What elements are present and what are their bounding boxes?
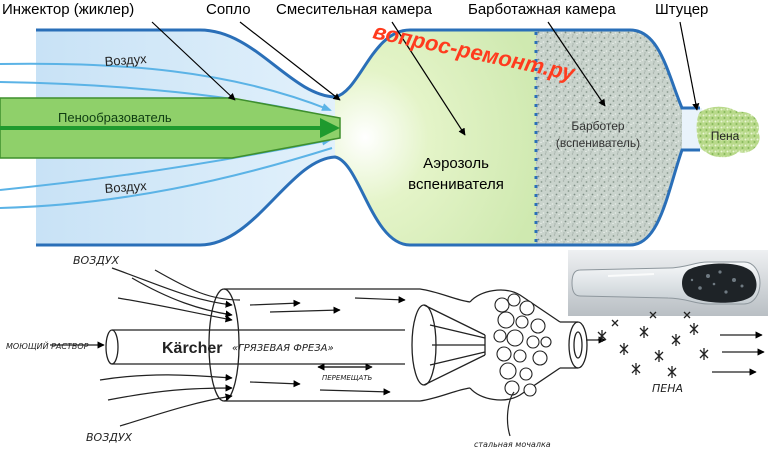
label-injector: Инжектор (жиклер) [2, 1, 134, 18]
steel-wool [493, 293, 552, 397]
karcher-sketch: ВОЗДУХ МОЮЩИЙ РАСТВОР Kärcher «ГРЯЗЕВАЯ … [6, 255, 765, 449]
bottle-photo [568, 250, 768, 316]
sketch-label-move: ПЕРЕМЕЩАТЬ [322, 374, 373, 382]
foam-blob [696, 106, 760, 158]
foam-generator-diagram: Инжектор (жиклер) Сопло Смесительная кам… [0, 1, 760, 247]
label-fitting: Штуцер [655, 1, 708, 18]
sketch-label-air-top: ВОЗДУХ [73, 255, 120, 267]
label-foaming-agent: Пенообразователь [58, 110, 172, 125]
label-aerosol-1: Аэрозоль [423, 155, 489, 172]
sketch-air-arrows [50, 267, 765, 437]
sketch-label-steel-wool: стальная мочалка [474, 440, 551, 449]
sketch-label-air-bottom: ВОЗДУХ [86, 431, 133, 444]
body-outline-top [36, 28, 700, 110]
label-bubbler-2: (вспениватель) [556, 136, 640, 150]
label-leader-lines [151, 21, 700, 136]
mixing-chamber [335, 30, 536, 245]
label-aerosol-2: вспенивателя [408, 176, 504, 193]
label-foam-top: Пена [711, 129, 740, 143]
label-bubbling-chamber: Барботажная камера [468, 1, 616, 18]
foam-flakes [597, 311, 709, 378]
label-nozzle: Сопло [206, 1, 251, 18]
sketch-body [105, 288, 588, 402]
fitting [682, 108, 702, 150]
label-bubbler-1: Барботер [571, 119, 625, 133]
body-outline-bottom [36, 148, 700, 247]
label-air-top: Воздух [104, 51, 147, 69]
bubbling-chamber [536, 30, 682, 245]
sketch-label-washing-solution: МОЮЩИЙ РАСТВОР [6, 340, 89, 351]
sketch-label-model: «ГРЯЗЕВАЯ ФРЕЗА» [232, 343, 334, 354]
label-mixing-chamber: Смесительная камера [276, 1, 433, 18]
label-air-bottom: Воздух [104, 178, 147, 196]
sketch-label-foam: ПЕНА [652, 382, 683, 395]
sketch-label-brand: Kärcher [162, 340, 222, 357]
